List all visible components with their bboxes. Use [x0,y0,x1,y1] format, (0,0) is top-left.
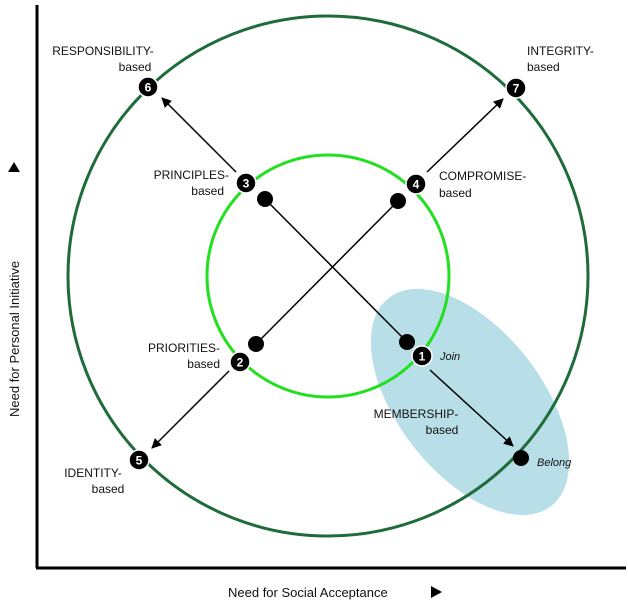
x-axis-label: Need for Social Acceptance [228,585,388,600]
label-responsibility-based: based [119,60,152,74]
node-4-number: 4 [413,178,420,192]
node-6-number: 6 [145,81,152,95]
annotation-belong: Belong [537,457,572,469]
node-5: 5 [128,449,150,471]
inner-circle [205,153,451,399]
node-1: 1 [411,345,433,367]
y-axis-label: Need for Personal Initiative [7,261,22,417]
node-5-number: 5 [136,454,143,468]
y-axis-arrow-icon [8,162,20,172]
label-responsibility: RESPONSIBILITY- [52,44,154,58]
label-integrity: INTEGRITY- [527,44,594,58]
node-4: 4 [405,173,427,195]
dot-membership-inner [399,334,415,350]
x-axis-arrow-icon [431,586,442,598]
arrow-to-identity [151,370,230,449]
dot-principles-inner [257,191,273,207]
label-integrity-based: based [527,60,560,74]
label-membership-based: based [426,423,459,437]
node-7-number: 7 [513,82,520,96]
arrow-to-integrity [426,98,504,173]
arrow-to-responsibility [161,97,237,173]
label-compromise-based: based [439,186,472,200]
label-priorities-based: based [187,357,220,371]
node-1-number: 1 [419,350,426,364]
node-6: 6 [137,76,159,98]
label-principles: PRINCIPLES- [154,168,229,182]
membership-ellipse [370,288,570,516]
label-principles-based: based [191,184,224,198]
dot-belong [513,450,529,466]
line-principles-to-membership [264,198,408,343]
dot-priorities-inner [248,336,264,352]
annotation-join: Join [439,351,460,363]
node-2-number: 2 [237,356,244,370]
node-7: 7 [505,77,527,99]
arrow-to-belong [429,369,514,447]
node-2: 2 [229,351,251,373]
dot-compromise-inner [390,193,406,209]
label-compromise: COMPROMISE- [439,169,526,183]
label-identity: IDENTITY- [64,466,122,480]
label-identity-based: based [92,482,125,496]
node-3-number: 3 [243,177,250,191]
label-priorities: PRIORITIES- [148,341,220,355]
outer-circle [66,14,590,538]
line-compromise-to-priorities [255,200,399,345]
node-3: 3 [235,172,257,194]
label-membership: MEMBERSHIP- [374,407,459,421]
